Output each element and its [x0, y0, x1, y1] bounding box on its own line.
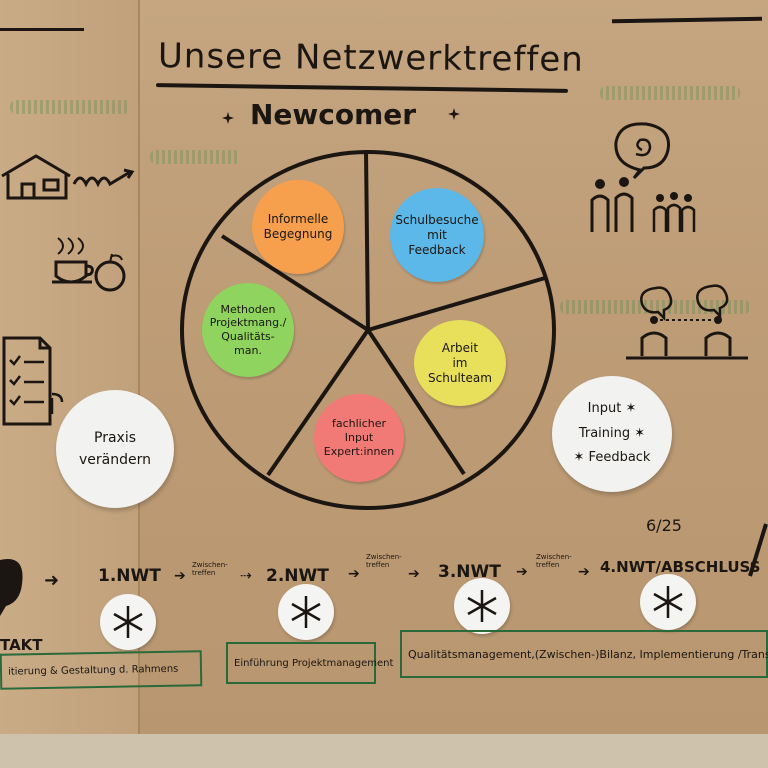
sticky-fachlicher-input: fachlicher Input Expert:innen: [314, 394, 404, 482]
arrow-right-icon: ⇢: [240, 568, 252, 584]
phase-box-label: Einführung Projektmanagement: [234, 657, 394, 669]
arrow-right-icon: ➔: [516, 564, 528, 580]
sticky-label: Methoden Projektmang./ Qualitäts- man.: [209, 302, 287, 357]
asterisk-icon: [467, 590, 497, 622]
circle-label: Input ✶ Training ✶ ✶ Feedback: [573, 400, 651, 466]
timeline-start-label: TAKT: [0, 636, 43, 654]
timeline-step-2: 2.NWT: [266, 566, 329, 586]
checklist-icon: [2, 336, 64, 426]
decor-line: [0, 28, 84, 31]
arrow-right-icon: ➔: [348, 566, 360, 582]
circle-label: Praxis verändern: [79, 429, 151, 468]
circle-praxis-veraendern: Praxis verändern: [56, 390, 174, 508]
phase-box-label: itierung & Gestaltung d. Rahmens: [7, 663, 179, 678]
star-sticker: [640, 574, 696, 630]
star-sticker: [454, 578, 510, 634]
sticky-label: Arbeit im Schulteam: [428, 340, 492, 385]
circle-input-training-feedback: Input ✶ Training ✶ ✶ Feedback: [552, 376, 672, 492]
decor-scribble: [600, 86, 740, 100]
arrow-right-icon: ➔: [408, 566, 420, 582]
sticky-schulbesuche: Schulbesuche mit Feedback: [390, 188, 484, 282]
date-note: 6/25: [646, 516, 682, 535]
between-note-1: Zwischen- treffen: [192, 561, 228, 577]
phase-box-3: Qualitätsmanagement,(Zwischen-)Bilanz, I…: [400, 630, 768, 678]
conversation-icon: [626, 284, 748, 360]
asterisk-icon: [653, 586, 683, 618]
between-note-2: Zwischen- treffen: [366, 553, 402, 569]
star-sticker: [100, 594, 156, 650]
timeline-step-1: 1.NWT: [98, 566, 161, 586]
asterisk-icon: [113, 606, 143, 638]
coffee-apple-icon: [52, 237, 126, 292]
between-note-3: Zwischen- treffen: [536, 553, 572, 569]
decor-scribble: [150, 150, 240, 164]
sticky-label: Informelle Begegnung: [263, 212, 333, 241]
sticky-methoden: Methoden Projektmang./ Qualitäts- man.: [202, 283, 294, 377]
phase-box-1: itierung & Gestaltung d. Rahmens: [0, 650, 203, 690]
sticky-informelle-begegnung: Informelle Begegnung: [252, 180, 344, 274]
timeline-step-3: 3.NWT: [438, 562, 501, 582]
people-thinking-icon: [590, 122, 696, 232]
sticky-arbeit-schulteam: Arbeit im Schulteam: [414, 320, 506, 406]
arrow-right-icon: ➔: [578, 564, 590, 580]
decor-scribble: [10, 100, 130, 114]
arrow-right-icon: ➔: [174, 568, 186, 584]
school-building-icon: [1, 154, 135, 200]
timeline-step-4: 4.NWT/ABSCHLUSS: [600, 558, 761, 576]
start-blob-icon: [0, 559, 23, 616]
phase-box-label: Qualitätsmanagement,(Zwischen-)Bilanz, I…: [408, 647, 768, 661]
wall-background: [0, 734, 768, 768]
poster-subtitle: Newcomer: [250, 98, 417, 131]
arrow-right-icon: ➜: [44, 570, 60, 591]
star-sticker: [278, 584, 334, 640]
arrow-end-icon: [748, 523, 768, 577]
sticky-label: fachlicher Input Expert:innen: [323, 417, 395, 458]
sticky-label: Schulbesuche mit Feedback: [395, 212, 479, 257]
decor-scribble: [560, 300, 750, 314]
asterisk-icon: [291, 596, 321, 628]
phase-box-2: Einführung Projektmanagement: [226, 642, 393, 684]
